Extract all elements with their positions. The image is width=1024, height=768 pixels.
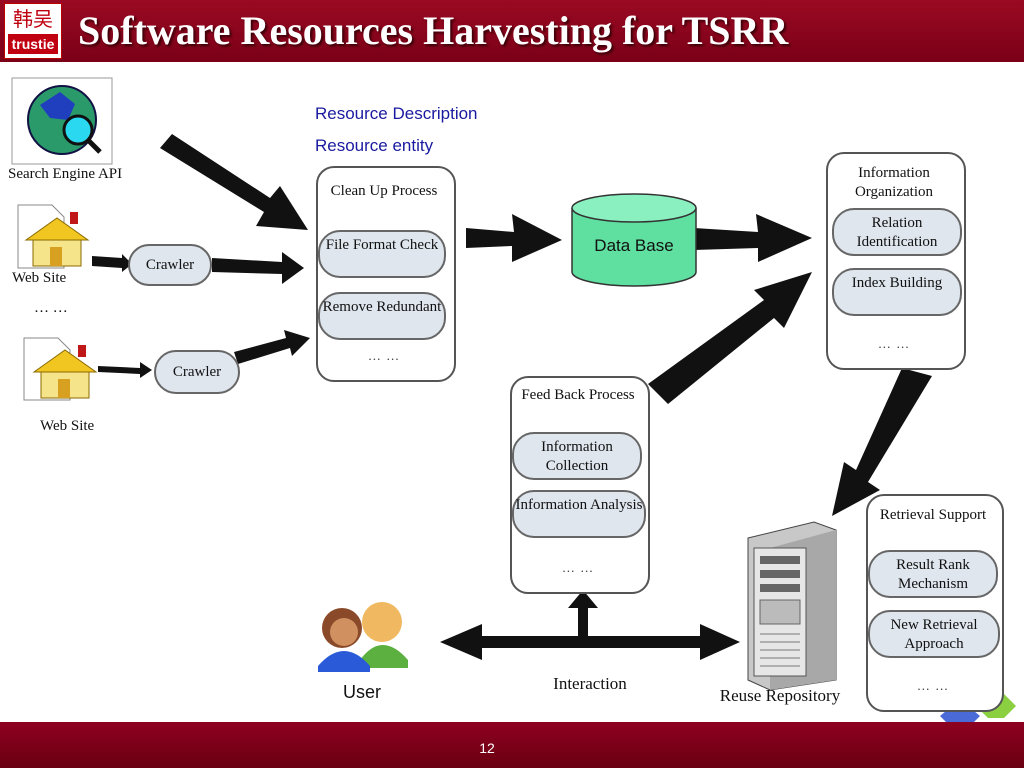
house-icon-2 xyxy=(23,337,98,401)
resource-description-note: Resource Description xyxy=(315,104,478,123)
server-icon xyxy=(747,521,837,691)
search-engine-label: Search Engine API xyxy=(8,166,123,182)
web-site-label-1: Web Site xyxy=(12,270,67,286)
logo-trustie-text: trustie xyxy=(8,34,58,54)
retrieval-title: Retrieval Support xyxy=(879,507,987,523)
trustie-logo: 韩吴 trustie xyxy=(4,3,62,59)
retrieval-dots: … … xyxy=(916,678,950,693)
crawler-1: Crawler xyxy=(128,244,212,286)
flow-arrows xyxy=(92,134,932,660)
index-building: Index Building xyxy=(832,268,962,316)
feedback-process-box xyxy=(510,376,650,594)
globe-search-icon xyxy=(11,77,113,165)
result-rank-mechanism: Result Rank Mechanism xyxy=(868,550,998,598)
info-org-title: Information Organization xyxy=(854,165,934,200)
reuse-repository-label: Reuse Repository xyxy=(719,686,841,705)
information-analysis: Information Analysis xyxy=(512,490,646,538)
cleanup-dots: … … xyxy=(367,348,401,363)
information-collection: Information Collection xyxy=(512,432,642,480)
remove-redundant: Remove Redundant xyxy=(318,292,446,340)
crawler-2: Crawler xyxy=(154,350,240,394)
user-label: User xyxy=(342,682,381,702)
cleanup-title: Clean Up Process xyxy=(330,183,438,199)
info-org-box xyxy=(826,152,966,370)
info-org-dots: … … xyxy=(877,336,911,351)
database-label: Data Base xyxy=(594,236,674,255)
relation-identification: Relation Identification xyxy=(832,208,962,256)
logo-chinese-text: 韩吴 xyxy=(13,7,53,31)
feedback-dots: … … xyxy=(561,560,595,575)
database-cylinder xyxy=(571,193,697,287)
header-bar xyxy=(0,0,1024,62)
retrieval-support-box xyxy=(866,494,1004,712)
page-number: 12 xyxy=(479,740,495,756)
resource-entity-note: Resource entity xyxy=(315,136,434,155)
sources-ellipsis: … … xyxy=(34,300,68,316)
new-retrieval-approach: New Retrieval Approach xyxy=(868,610,1000,658)
interaction-label: Interaction xyxy=(553,674,627,693)
house-icon-1 xyxy=(17,204,90,269)
web-site-label-2: Web Site xyxy=(40,418,95,434)
users-icon xyxy=(318,602,408,672)
slide-title: Software Resources Harvesting for TSRR xyxy=(78,8,789,53)
file-format-check: File Format Check xyxy=(318,230,446,278)
footer-bar xyxy=(0,722,1024,768)
feedback-title: Feed Back Process xyxy=(521,387,635,403)
